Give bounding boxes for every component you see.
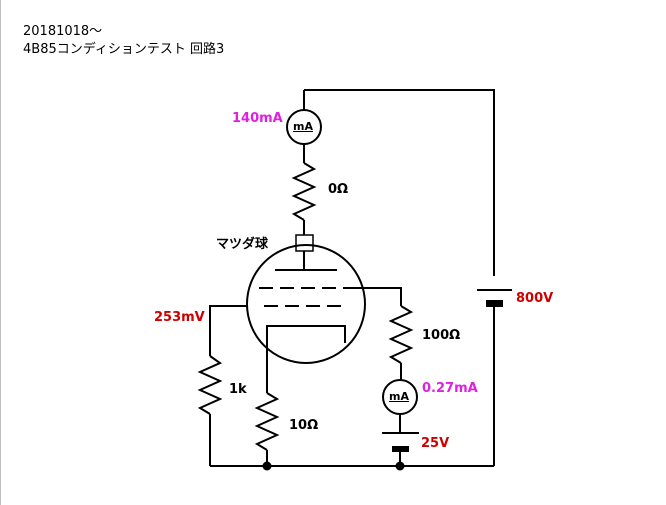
cathode-resistor	[254, 392, 280, 451]
circuit-title: 4B85コンディションテスト 回路3	[23, 42, 225, 57]
tube-name-label: マツダ球	[216, 237, 269, 252]
wire-screen-grid	[351, 287, 402, 306]
screen-current-label: 0.27mA	[422, 381, 478, 396]
plate-current-label: 140mA	[232, 111, 283, 126]
grid-voltage-label: 253mV	[154, 310, 205, 325]
wire-control-grid	[209, 305, 247, 356]
screen-resistor	[388, 305, 414, 364]
date-heading: 20181018～	[23, 24, 103, 39]
screen-meter-unit: mA	[389, 390, 409, 403]
plate-battery-short-plate	[486, 300, 503, 307]
cathode-resistor-label: 10Ω	[289, 418, 319, 433]
plate-resistor	[291, 162, 317, 221]
junction-dot-screen	[395, 461, 405, 471]
screen-resistor-label: 100Ω	[422, 328, 461, 343]
plate-resistor-label: 0Ω	[328, 182, 349, 197]
plate-supply-label: 800V	[516, 291, 554, 306]
grid-resistor	[197, 355, 223, 415]
grid-resistor-label: 1k	[229, 382, 247, 397]
vacuum-tube-envelope	[246, 244, 366, 364]
screen-supply-label: 25V	[421, 436, 450, 451]
tube-cathode	[266, 325, 346, 372]
junction-dot-cathode	[262, 461, 272, 471]
wire-top	[304, 89, 495, 276]
screen-battery-short-plate	[392, 446, 409, 452]
plate-meter-unit: mA	[293, 120, 313, 133]
tube-plate-cap	[295, 234, 314, 252]
